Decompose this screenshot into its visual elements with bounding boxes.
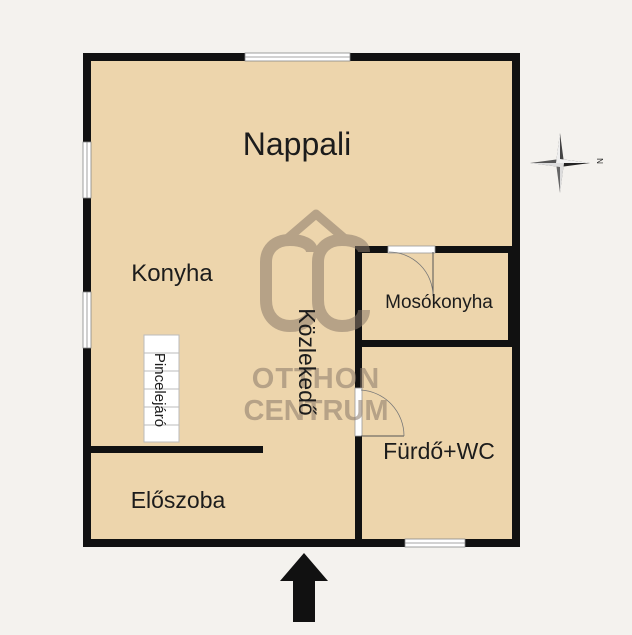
room-label-mosokonyha: Mosókonyha bbox=[385, 292, 493, 313]
door-mosokonyha bbox=[387, 245, 436, 297]
room-label-konyha: Konyha bbox=[131, 260, 213, 287]
room-label-pincelejaro: Pincelejáró bbox=[151, 353, 168, 427]
room-label-kozlekedo: Közlekedő bbox=[294, 308, 320, 415]
watermark-line1: OTTHON bbox=[252, 363, 380, 395]
door-furdo bbox=[354, 387, 405, 437]
arrow-up-icon bbox=[280, 553, 328, 622]
room-label-furdo: Fürdő+WC bbox=[383, 438, 495, 464]
window-mullions bbox=[86, 56, 465, 544]
compass-label: N bbox=[595, 158, 604, 164]
room-label-nappali: Nappali bbox=[243, 126, 352, 162]
watermark-line2: CENTRUM bbox=[244, 395, 389, 427]
watermark-logo: OTTHON CENTRUM bbox=[244, 209, 389, 427]
room-label-eloszoba: Előszoba bbox=[131, 487, 226, 513]
compass-icon: N bbox=[530, 133, 604, 193]
stairs bbox=[143, 334, 180, 443]
floor-area bbox=[86, 57, 516, 543]
